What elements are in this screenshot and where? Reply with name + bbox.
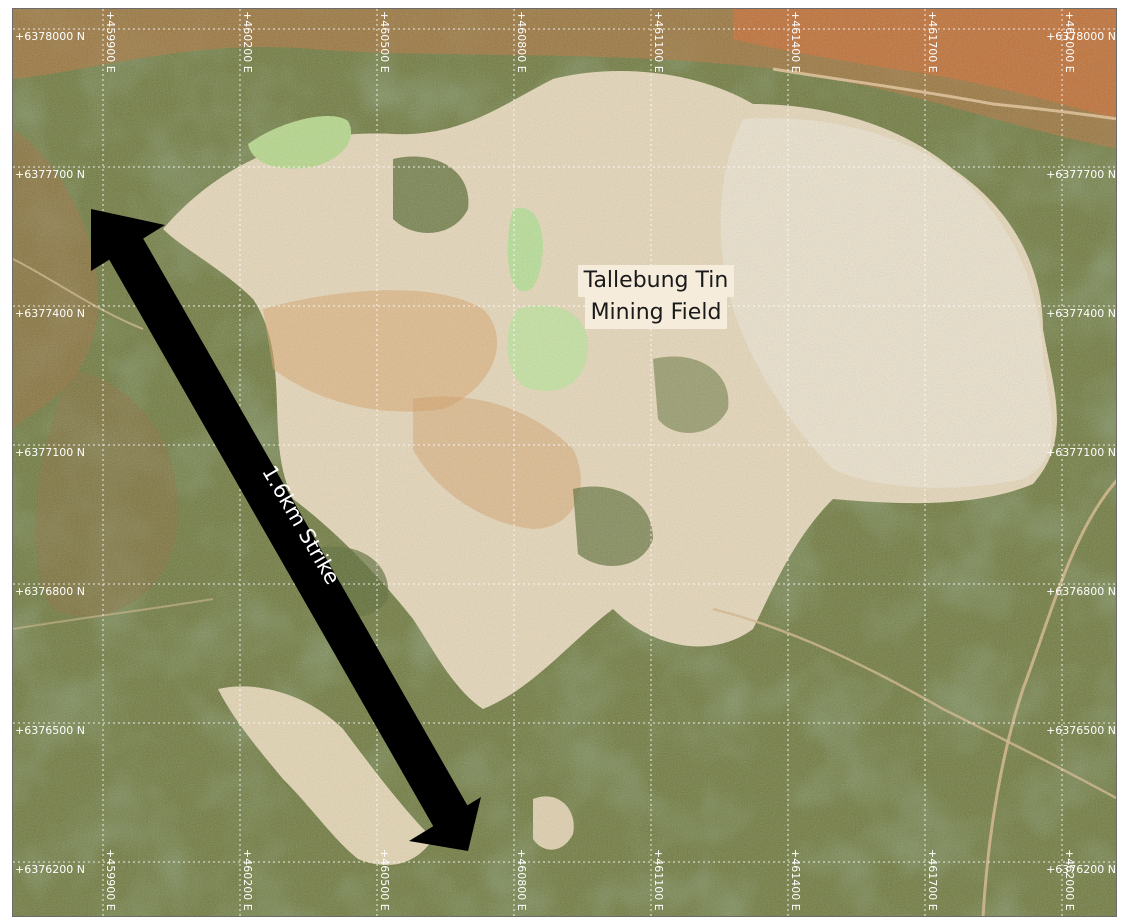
northing-label: +6377100 N bbox=[15, 446, 85, 459]
arrow-head-southeast bbox=[409, 797, 481, 851]
easting-labels-top: +459900 E +460200 E +460500 E +460800 E … bbox=[104, 11, 1076, 73]
northing-labels-right: +6378000 N +6377700 N +6377400 N +637710… bbox=[1046, 30, 1116, 876]
northing-label: +6376500 N bbox=[1046, 724, 1116, 737]
easting-label: +460500 E bbox=[378, 849, 391, 911]
map-view[interactable]: +6378000 N +6377700 N +6377400 N +637710… bbox=[12, 8, 1117, 917]
northing-label: +6376800 N bbox=[15, 585, 85, 598]
easting-label: +459900 E bbox=[104, 11, 117, 73]
site-name-label: Tallebung Tin Mining Field bbox=[561, 265, 751, 329]
easting-label: +460200 E bbox=[241, 849, 254, 911]
strike-arrow bbox=[91, 209, 481, 851]
northing-label: +6377700 N bbox=[15, 168, 85, 181]
northing-label: +6376200 N bbox=[1046, 863, 1116, 876]
northing-label: +6376200 N bbox=[15, 863, 85, 876]
easting-label: +461100 E bbox=[652, 849, 665, 911]
easting-label: +460800 E bbox=[515, 849, 528, 911]
northing-labels-left: +6378000 N +6377700 N +6377400 N +637710… bbox=[15, 30, 85, 876]
easting-label: +462000 E bbox=[1063, 849, 1076, 911]
arrow-head-northwest bbox=[91, 209, 165, 271]
easting-label: +461400 E bbox=[789, 11, 802, 73]
easting-label: +461400 E bbox=[789, 849, 802, 911]
easting-label: +462000 E bbox=[1063, 11, 1076, 73]
northing-label: +6377400 N bbox=[1046, 307, 1116, 320]
northing-label: +6376500 N bbox=[15, 724, 85, 737]
easting-label: +460200 E bbox=[241, 11, 254, 73]
easting-label: +461700 E bbox=[926, 11, 939, 73]
site-name-line1: Tallebung Tin bbox=[577, 265, 735, 297]
site-name-line2: Mining Field bbox=[584, 297, 728, 329]
northing-label: +6377100 N bbox=[1046, 446, 1116, 459]
easting-label: +461700 E bbox=[926, 849, 939, 911]
northing-label: +6377700 N bbox=[1046, 168, 1116, 181]
northing-label: +6377400 N bbox=[15, 307, 85, 320]
easting-label: +461100 E bbox=[652, 11, 665, 73]
easting-label: +460800 E bbox=[515, 11, 528, 73]
satellite-image: +6378000 N +6377700 N +6377400 N +637710… bbox=[13, 9, 1116, 916]
easting-label: +459900 E bbox=[104, 849, 117, 911]
easting-labels-bottom: +459900 E +460200 E +460500 E +460800 E … bbox=[104, 849, 1076, 911]
easting-label: +460500 E bbox=[378, 11, 391, 73]
northing-label: +6376800 N bbox=[1046, 585, 1116, 598]
northing-label: +6378000 N bbox=[1046, 30, 1116, 43]
northing-label: +6378000 N bbox=[15, 30, 85, 43]
coordinate-grid bbox=[13, 9, 1116, 916]
